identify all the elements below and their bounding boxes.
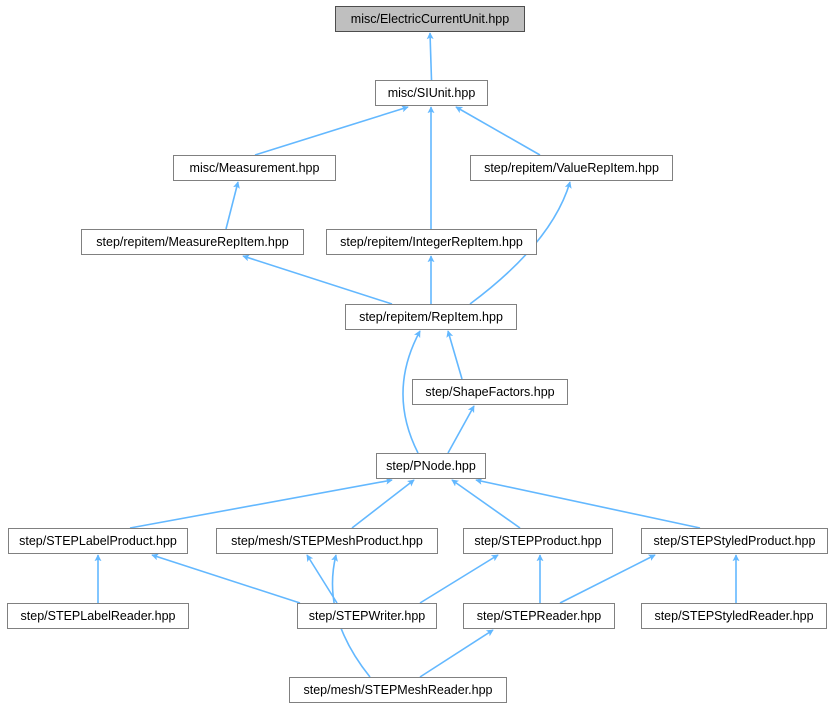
graph-node-siunit[interactable]: misc/SIUnit.hpp: [375, 80, 488, 106]
graph-node-label: step/ShapeFactors.hpp: [425, 384, 555, 399]
graph-node-label: step/repitem/ValueRepItem.hpp: [484, 160, 659, 175]
graph-edge-stepstyledproduct-to-pnode: [475, 477, 701, 529]
graph-edge-repitem-to-measurerepitem: [242, 254, 393, 305]
graph-edge-siunit-to-electriccurrentunit: [426, 32, 434, 81]
graph-node-electriccurrentunit[interactable]: misc/ElectricCurrentUnit.hpp: [335, 6, 525, 32]
graph-edge-stepwriter-to-stepmeshproduct: [306, 554, 338, 604]
graph-node-label: step/repitem/MeasureRepItem.hpp: [96, 234, 289, 249]
graph-node-integerrepitem[interactable]: step/repitem/IntegerRepItem.hpp: [326, 229, 537, 255]
graph-node-label: step/STEPReader.hpp: [476, 608, 602, 623]
graph-node-steplabelreader[interactable]: step/STEPLabelReader.hpp: [7, 603, 189, 629]
graph-node-stepproduct[interactable]: step/STEPProduct.hpp: [463, 528, 613, 554]
graph-node-label: step/mesh/STEPMeshReader.hpp: [303, 682, 493, 697]
graph-node-stepwriter[interactable]: step/STEPWriter.hpp: [297, 603, 437, 629]
graph-node-label: step/STEPProduct.hpp: [474, 533, 602, 548]
graph-edge-stepmeshproduct-to-pnode: [351, 479, 415, 529]
graph-edge-stepwriter-to-stepproduct: [419, 554, 499, 604]
graph-node-label: step/STEPLabelProduct.hpp: [19, 533, 177, 548]
graph-node-measurerepitem[interactable]: step/repitem/MeasureRepItem.hpp: [81, 229, 304, 255]
graph-node-stepreader[interactable]: step/STEPReader.hpp: [463, 603, 615, 629]
graph-node-shapefactors[interactable]: step/ShapeFactors.hpp: [412, 379, 568, 405]
graph-edge-stepproduct-to-pnode: [451, 479, 521, 529]
graph-node-label: misc/Measurement.hpp: [189, 160, 320, 175]
graph-node-pnode[interactable]: step/PNode.hpp: [376, 453, 486, 479]
graph-edge-stepmeshreader-to-stepreader: [419, 629, 494, 678]
graph-node-stepmeshreader[interactable]: step/mesh/STEPMeshReader.hpp: [289, 677, 507, 703]
graph-node-stepstyledproduct[interactable]: step/STEPStyledProduct.hpp: [641, 528, 828, 554]
graph-node-label: step/STEPStyledReader.hpp: [654, 608, 814, 623]
graph-node-label: step/mesh/STEPMeshProduct.hpp: [231, 533, 423, 548]
graph-edge-pnode-to-shapefactors: [447, 405, 475, 454]
graph-edge-measurement-to-siunit: [254, 105, 409, 156]
graph-node-label: step/PNode.hpp: [386, 458, 476, 473]
graph-node-measurement[interactable]: misc/Measurement.hpp: [173, 155, 336, 181]
graph-edge-shapefactors-to-repitem: [446, 330, 463, 380]
graph-edge-steplabelproduct-to-pnode: [129, 477, 393, 529]
graph-node-repitem[interactable]: step/repitem/RepItem.hpp: [345, 304, 517, 330]
graph-node-label: step/STEPLabelReader.hpp: [20, 608, 176, 623]
graph-edge-valuerepitem-to-siunit: [455, 106, 541, 156]
graph-node-label: misc/SIUnit.hpp: [387, 85, 476, 100]
graph-node-label: step/STEPWriter.hpp: [308, 608, 426, 623]
graph-node-label: step/repitem/IntegerRepItem.hpp: [340, 234, 523, 249]
graph-node-steplabelproduct[interactable]: step/STEPLabelProduct.hpp: [8, 528, 188, 554]
graph-node-label: step/STEPStyledProduct.hpp: [653, 533, 816, 548]
graph-node-label: misc/ElectricCurrentUnit.hpp: [350, 11, 510, 26]
graph-edge-measurerepitem-to-measurement: [225, 181, 240, 230]
graph-node-stepmeshproduct[interactable]: step/mesh/STEPMeshProduct.hpp: [216, 528, 438, 554]
graph-node-stepstyledreader[interactable]: step/STEPStyledReader.hpp: [641, 603, 827, 629]
graph-edge-stepwriter-to-steplabelproduct: [151, 553, 301, 604]
graph-edge-stepreader-to-stepstyledproduct: [559, 554, 656, 604]
graph-node-label: step/repitem/RepItem.hpp: [359, 309, 503, 324]
graph-node-valuerepitem[interactable]: step/repitem/ValueRepItem.hpp: [470, 155, 673, 181]
